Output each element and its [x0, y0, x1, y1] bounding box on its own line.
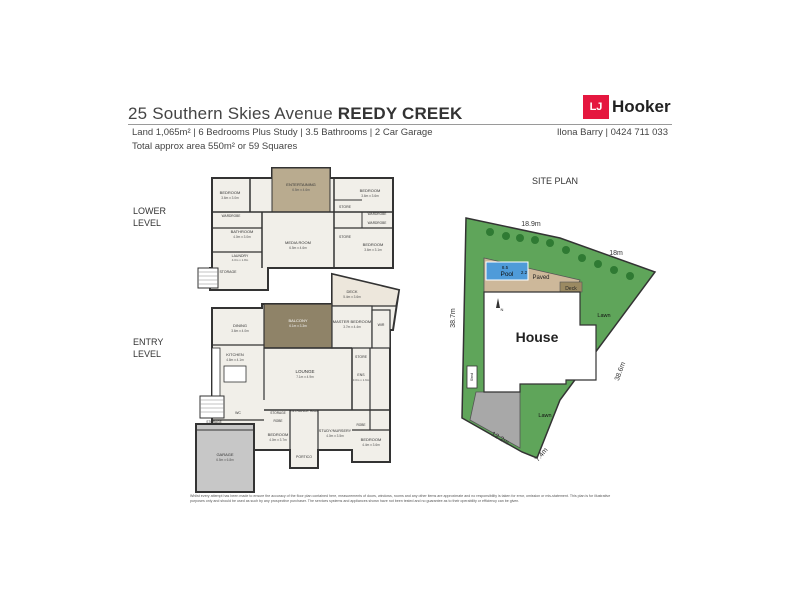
wardrobe-b-label: WARDROBE [368, 212, 387, 216]
lower-store1-label: STORE [339, 205, 352, 209]
lj-hooker-logo: LJ Hooker [583, 95, 671, 119]
robe-b-label: ROBE [356, 423, 365, 427]
ens-dim: 3.0m x 1.6m [353, 378, 370, 382]
laundry-label: LAUNDRY [232, 254, 249, 258]
entry-level-label: ENTRY LEVEL [133, 337, 164, 359]
wir-label: WIR [378, 323, 385, 327]
master-bedroom-dim: 3.7m x 4.4m [343, 325, 361, 329]
north-label: N [501, 307, 504, 312]
media-room-label: MEDIA ROOM [285, 240, 311, 245]
header-divider [128, 124, 672, 125]
study-dim: 4.0m x 3.5m [326, 434, 344, 438]
garage-label: GARAGE [216, 452, 233, 457]
lounge-label: LOUNGE [295, 369, 314, 374]
address-street: 25 Southern Skies Avenue [128, 104, 333, 123]
top-boundary-label: 18.9m [521, 221, 541, 228]
lower-bathroom-dim: 4.0m x 3.0m [233, 235, 251, 239]
laundry-dim: 4.0m x 1.8m [232, 258, 249, 262]
balcony-label: BALCONY [288, 318, 307, 323]
kitchen-dim: 4.8m x 4.1m [226, 358, 244, 362]
lounge-dim: 7.1m x 4.9m [296, 375, 314, 379]
shed-label: Shed [470, 373, 474, 381]
entrance-hall-label: ENTRANCE HALL [290, 409, 319, 413]
entry-bedroom-a-dim: 4.0m x 3.7m [269, 438, 287, 442]
property-area: Total approx area 550m² or 59 Squares [132, 141, 298, 152]
disclaimer: Whilst every attempt has been made to en… [190, 494, 611, 503]
media-room-dim: 6.5m x 4.6m [289, 246, 307, 250]
lower-level-label: LOWER LEVEL [133, 206, 167, 228]
kitchen-label: KITCHEN [226, 352, 244, 357]
lawn-top-label: Lawn [597, 313, 610, 319]
garage-dim: 6.5m x 6.8m [216, 458, 234, 462]
pool-label: Pool [500, 271, 514, 278]
storage-b-label: STORAGE [270, 411, 286, 415]
study-label: STUDY/NURSERY [319, 429, 352, 433]
lower-bedroom2-dim: 3.6m x 3.6m [361, 194, 379, 198]
lower-bedroom2-label: BEDROOM [360, 188, 381, 193]
lower-level-plan: BEDROOM 3.6m x 3.0m ENTERTAINING 6.5m x … [197, 167, 394, 291]
portico-label: PORTICO [296, 455, 312, 459]
deck-site-label: Deck [565, 286, 577, 292]
agent-contact: Ilona Barry | 0424 711 033 [556, 127, 668, 138]
logo-text: Hooker [612, 97, 671, 116]
wc-label: WC [235, 411, 241, 415]
storage-a-label: STORAGE [206, 420, 222, 424]
lawn-bottom-label: Lawn [538, 413, 551, 419]
lower-bedroom1-label: BEDROOM [220, 190, 241, 195]
balcony-dim: 6.1m x 3.3m [289, 324, 307, 328]
entry-bedroom-b-dim: 4.4m x 3.6m [362, 443, 380, 447]
dining-dim: 3.6m x 4.0m [231, 329, 249, 333]
lower-bedroom1-dim: 3.6m x 3.0m [221, 196, 239, 200]
dining-label: DINING [233, 323, 247, 328]
lower-store2-label: STORE [339, 235, 352, 239]
paved-label: Paved [532, 275, 549, 281]
lower-bathroom-label: BATHROOM [231, 229, 254, 234]
lower-bedroom3-dim: 3.6m x 3.1m [364, 248, 382, 252]
lower-bedroom3-label: BEDROOM [363, 242, 384, 247]
right-top-boundary-label: 18m [609, 250, 623, 257]
logo-mark: LJ [583, 95, 609, 119]
house-label: House [516, 329, 559, 345]
ens-label: ENS [357, 373, 365, 377]
property-details: Land 1,065m² | 6 Bedrooms Plus Study | 3… [132, 127, 433, 138]
site-plan: 18.9m 18m 38.7m 38.6m 12.2m 7.4m Pool 8.… [450, 217, 657, 463]
master-bedroom-label: MASTER BEDROOM [333, 319, 371, 324]
robe-a-label: ROBE [273, 419, 282, 423]
address-suburb: REEDY CREEK [337, 104, 463, 123]
entry-bedroom-a-label: BEDROOM [268, 432, 289, 437]
wardrobe-a-label: WARDROBE [222, 214, 241, 218]
right-boundary-label: 38.6m [614, 361, 627, 382]
entry-level-plan: DECK 5.4m x 3.6m DINING 3.6m x 4.0m BALC… [195, 272, 401, 493]
entry-store-label: STORE [355, 355, 368, 359]
deck-label: DECK [346, 289, 357, 294]
pool-width: 2.2 [521, 270, 528, 275]
entertaining-dim: 6.5m x 4.6m [292, 188, 310, 192]
property-title: 25 Southern Skies Avenue REEDY CREEK [128, 104, 463, 124]
site-plan-title: SITE PLAN [532, 176, 579, 186]
deck-dim: 5.4m x 3.6m [343, 295, 361, 299]
entry-bedroom-b-label: BEDROOM [361, 437, 382, 442]
lower-storage-label: STORAGE [219, 270, 237, 274]
left-boundary-label: 38.7m [450, 308, 457, 328]
entertaining-label: ENTERTAINING [286, 182, 315, 187]
wardrobe-c-label: WARDROBE [368, 221, 387, 225]
pool-length: 8.5 [502, 265, 509, 270]
